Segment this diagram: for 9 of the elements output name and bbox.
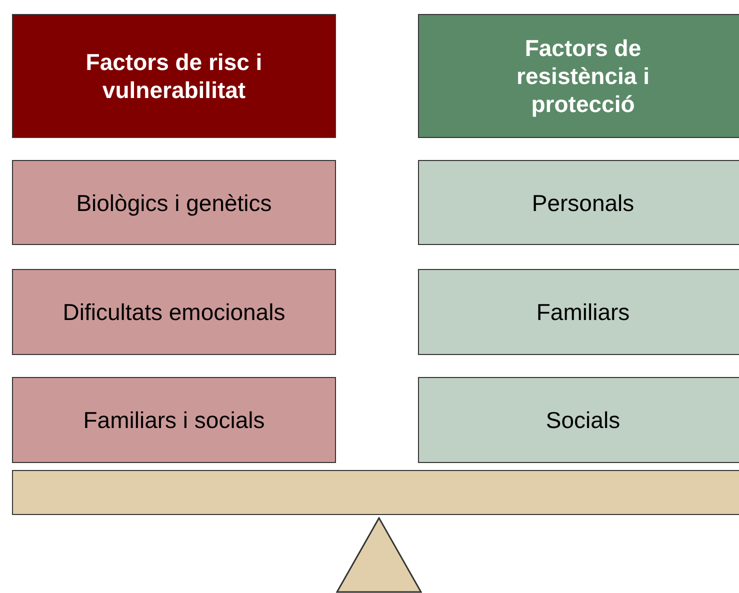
protection-factor-box: Familiars	[418, 269, 739, 355]
risk-factor-box: Biològics i genètics	[12, 160, 336, 245]
risk-header: Factors de risc i vulnerabilitat	[12, 14, 336, 138]
protection-header: Factors de resistència i protecció	[418, 14, 739, 138]
protection-factor-box: Personals	[418, 160, 739, 245]
balance-beam	[12, 470, 739, 515]
protection-factor-box: Socials	[418, 377, 739, 463]
risk-factor-box: Dificultats emocionals	[12, 269, 336, 355]
risk-factor-box: Familiars i socials	[12, 377, 336, 463]
